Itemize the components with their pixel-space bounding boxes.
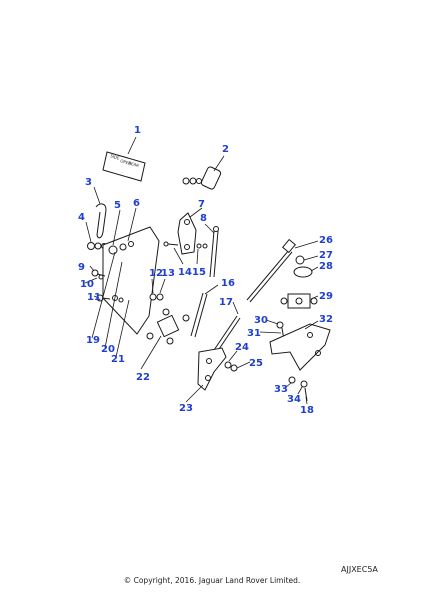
lever-18 (197, 347, 227, 391)
callout-number: 15 (192, 267, 206, 278)
callout-number: 6 (133, 198, 140, 209)
callout-number: 22 (136, 372, 150, 383)
copyright-notice: © Copyright, 2016. Jaguar Land Rover Lim… (123, 576, 301, 585)
socket-24 (293, 255, 313, 278)
rod-17 (209, 226, 219, 278)
cross-fitting-1 (146, 308, 190, 345)
callout-number: 30 (254, 315, 268, 326)
callout-number: 10 (80, 279, 94, 290)
bolt-30-32 (288, 376, 308, 402)
label-plate-word: SIDE (110, 153, 121, 161)
callout-number: 19 (86, 335, 100, 346)
callout-number: 16 (221, 278, 235, 289)
rod-26 (246, 238, 296, 303)
callout-number: 20 (101, 344, 115, 355)
callout-number: 26 (319, 235, 333, 246)
callout-number: 9 (78, 262, 85, 273)
label-plate-word: REAR (128, 160, 140, 168)
callout-number: 34 (287, 394, 301, 405)
label-plate-word: OPEN (120, 158, 132, 166)
callout-number: 2 (222, 144, 229, 155)
label-plate-34: SIDE OPEN REAR (102, 151, 146, 182)
block-23 (280, 293, 318, 309)
callout-number: 32 (319, 314, 333, 325)
callout-number: 12 (149, 268, 163, 279)
callout-number: 8 (200, 213, 207, 224)
spring-clip-12 (95, 203, 107, 239)
nut-19-20 (224, 361, 238, 372)
callout-labels: 1 2 3 4 5 6 7 8 9 10 11 12 13 14 15 16 1… (78, 125, 333, 416)
callout-number: 1 (134, 125, 141, 136)
rod-21 (190, 292, 208, 338)
callout-number: 18 (300, 405, 314, 416)
knob-33 (182, 166, 222, 190)
callout-number: 17 (219, 297, 233, 308)
callout-number: 24 (235, 342, 249, 353)
callout-number: 3 (85, 177, 92, 188)
reference-code: AJJXEC5A (341, 565, 378, 574)
callout-number: 7 (198, 199, 205, 210)
callout-number: 4 (78, 212, 85, 223)
callout-number: 5 (114, 200, 121, 211)
bracket-plate-5 (102, 226, 160, 335)
callout-number: 25 (249, 358, 263, 369)
callout-number: 29 (319, 291, 333, 302)
callout-number: 23 (179, 403, 193, 414)
callout-number: 33 (274, 384, 288, 395)
callout-number: 13 (161, 268, 175, 279)
callout-number: 28 (319, 261, 333, 272)
lever-10 (163, 212, 208, 255)
bolt-14 (91, 269, 106, 280)
callout-number: 21 (111, 354, 125, 365)
callout-number: 31 (247, 328, 261, 339)
callout-number: 27 (319, 250, 333, 261)
nut-8-9 (149, 293, 164, 301)
callout-number: 14 (178, 267, 192, 278)
bracket-29 (269, 323, 331, 371)
callout-number: 11 (87, 292, 101, 303)
